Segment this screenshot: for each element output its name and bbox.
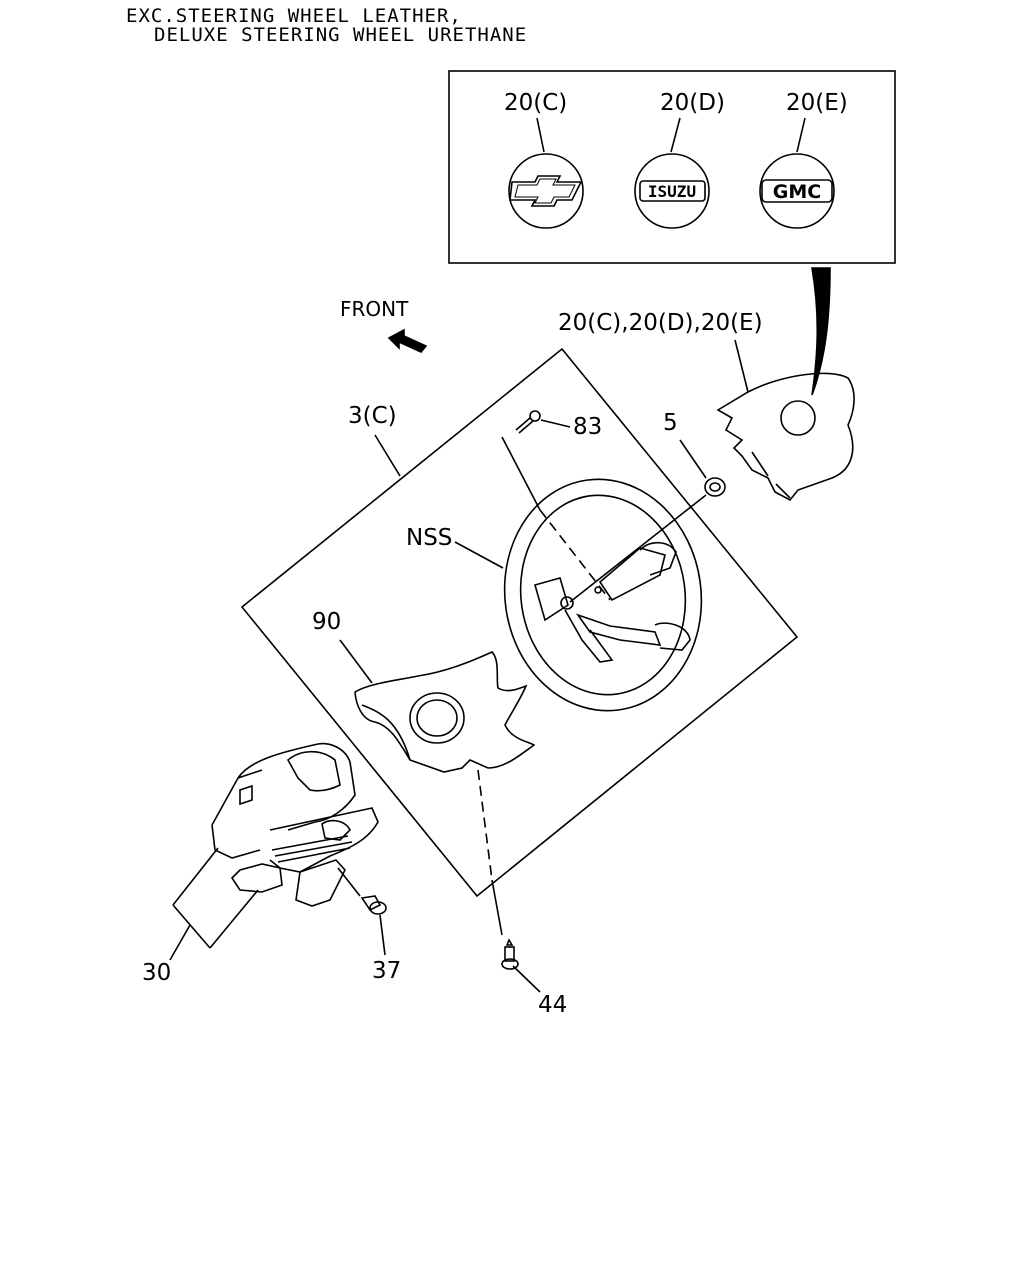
isuzu-logo: ISUZU [648,182,696,201]
screw-83 [515,410,541,434]
nut-axis [569,494,707,603]
front-label: FRONT [340,297,409,321]
emblem-c-badge [508,153,584,229]
wheel-assembly-boundary [240,347,799,898]
nut-5 [704,477,726,497]
emblem-e-badge [759,153,835,229]
emblem-c-leader [536,117,545,153]
emblem-group-label: 20(C),20(D),20(E) [558,310,763,336]
emblem-group-leader [734,339,749,393]
screw-83-leader [540,419,571,428]
isuzu-logo-frame [639,180,706,202]
lower-cover-90 [354,651,536,773]
cable-reel-30 [211,742,379,907]
screw-83-axis-a [501,436,541,511]
bolt-37-axis [337,867,361,897]
cover-axis-b [491,879,503,936]
cable-30-bracket-c [209,889,259,949]
bolt-37 [360,895,387,915]
cover-90-leader [339,639,373,684]
screw-44-leader [512,965,541,993]
cover-axis [477,769,493,881]
inset-pointer [811,267,831,396]
nut-5-leader [679,439,707,479]
emblem-e-leader [796,117,806,153]
emblem-d-badge [634,153,710,229]
screw-83-label: 83 [573,414,602,440]
gmc-logo: GMC [773,181,821,203]
cable-30-bracket-a [172,847,219,906]
chevrolet-bowtie-icon [509,175,583,207]
horn-pad-cover [716,372,855,502]
cable-30-bracket-b [172,904,211,949]
emblem-d-leader [670,117,681,153]
screw-44-label: 44 [538,992,567,1018]
header-line-2: DELUXE STEERING WHEEL URETHANE [154,24,528,46]
cable-30-leader [169,924,191,961]
front-arrow-icon [387,328,428,353]
nut-5-label: 5 [663,410,678,436]
gmc-logo-frame [761,179,833,203]
cable-30-label: 30 [142,960,171,986]
steering-wheel [503,478,703,712]
assembly-label: 3(C) [348,403,397,429]
screw-44 [501,938,519,970]
screw-83-axis-b [539,509,611,601]
wheel-nss-leader [454,541,504,569]
bolt-37-label: 37 [372,958,401,984]
cover-90-label: 90 [312,609,341,635]
header-line-1: EXC.STEERING WHEEL LEATHER, [126,5,462,27]
emblem-inset: 20(C) 20(D) ISUZU 20(E) GMC [448,70,896,264]
emblem-c-label: 20(C) [504,90,567,116]
bolt-37-leader [379,914,386,956]
emblem-e-label: 20(E) [786,90,848,116]
emblem-d-label: 20(D) [660,90,725,116]
assembly-leader [374,434,401,477]
inset-frame [448,70,896,264]
wheel-nss-label: NSS [406,525,452,551]
